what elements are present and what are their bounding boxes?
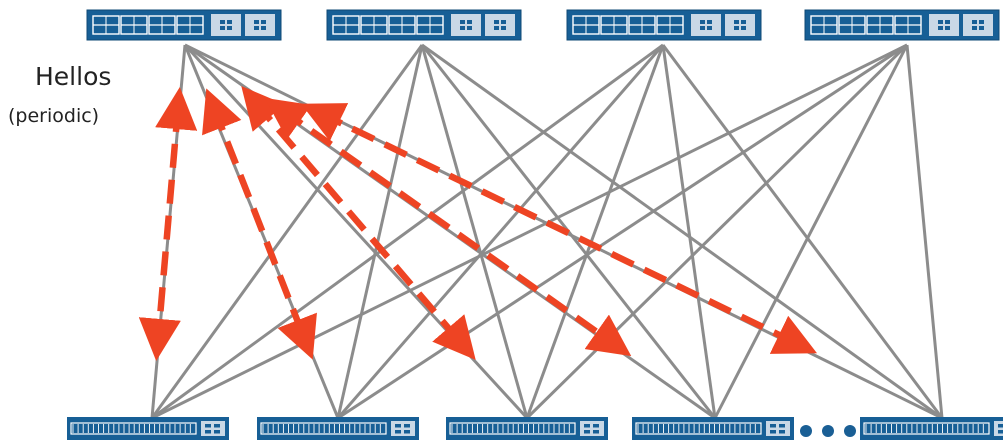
hellos-periodic-label: (periodic)	[8, 105, 100, 127]
link-spine3-leaf3	[525, 44, 665, 419]
leaf-switch-icon	[67, 417, 229, 440]
ellipsis-dot	[800, 425, 812, 437]
link-spine4-leaf5	[905, 44, 944, 419]
link-spine4-leaf2	[337, 43, 908, 420]
link-spine1-leaf2	[183, 44, 340, 419]
ellipsis-dot	[844, 425, 856, 437]
link-spine4-leaf4	[713, 44, 909, 419]
leaf-switch-icon	[632, 417, 794, 440]
link-spine3-leaf5	[661, 44, 944, 419]
spine-switch-icon	[326, 9, 522, 41]
spine-switches	[86, 9, 1000, 41]
leaf-switch-icon	[446, 417, 608, 440]
spine-switch-icon	[566, 9, 762, 41]
spine-switch-icon	[804, 9, 1000, 41]
more-leaves-ellipsis	[800, 424, 856, 438]
link-spine3-leaf1	[151, 43, 664, 420]
spine-switch-icon	[86, 9, 282, 41]
leaf-switch-icon	[257, 417, 419, 440]
hello-arrow-spine1-leaf1	[138, 86, 198, 362]
ellipsis-dot	[822, 425, 834, 437]
hello-arrow-spine1-leaf3	[241, 85, 476, 361]
leaf-switches	[67, 417, 1003, 440]
hellos-label: Hellos	[35, 62, 112, 91]
links-layer	[150, 43, 944, 420]
leaf-switch-icon	[860, 417, 1003, 440]
hello-arrow-spine1-leaf5	[300, 103, 818, 354]
hello-arrows-layer	[138, 85, 818, 362]
